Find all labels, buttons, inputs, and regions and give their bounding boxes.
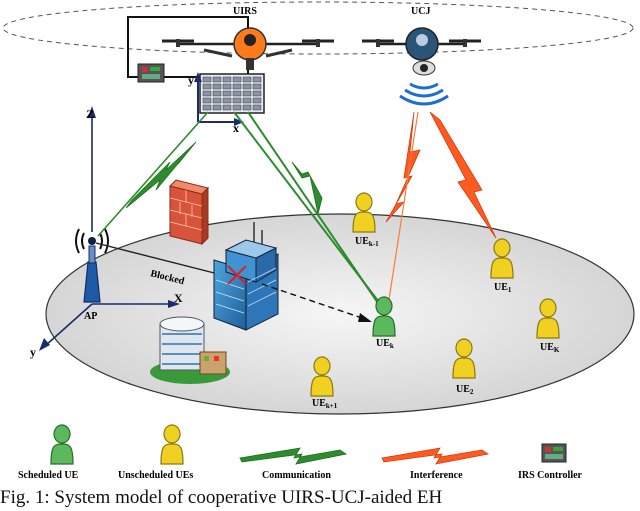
ucj-label: UCJ [411, 6, 430, 17]
irs-reflecting-element [222, 97, 232, 104]
irs-reflecting-element [202, 90, 212, 97]
blocking-building [213, 222, 279, 331]
irs-y-axis-label: y [188, 73, 194, 87]
irs-reflecting-element [202, 97, 212, 104]
ue-k-minus-1 [352, 192, 376, 233]
irs-reflecting-element [242, 90, 252, 97]
irs-reflecting-element [232, 76, 242, 83]
legend-irs-controller-icon [541, 443, 567, 463]
firewall-obstacle [169, 179, 209, 246]
axis-z-label: Z [86, 107, 94, 121]
irs-reflecting-element [242, 104, 252, 111]
legend-scheduled-label: Scheduled UE [18, 470, 79, 481]
legend-irs-controller-label: IRS Controller [518, 470, 583, 481]
irs-reflecting-element [212, 90, 222, 97]
axis-x-label: X [174, 291, 183, 305]
irs-reflecting-element [222, 83, 232, 90]
irs-reflecting-element [242, 97, 252, 104]
irs-reflecting-element [252, 97, 262, 104]
irs-reflecting-element [232, 97, 242, 104]
axis-y-label: y [30, 345, 36, 359]
legend-communication-icon [239, 447, 348, 465]
uirs-label: UIRS [233, 6, 257, 17]
irs-reflecting-element [212, 83, 222, 90]
irs-panel [199, 73, 265, 114]
ucj-drone: UCJ [362, 6, 481, 106]
ue-2-label: UE2 [456, 384, 474, 396]
interference-signal-2 [429, 111, 497, 239]
legend-unscheduled-icon [160, 424, 184, 465]
irs-reflecting-element [232, 104, 242, 111]
irs-reflecting-element [232, 83, 242, 90]
legend-scheduled-icon [50, 424, 74, 465]
irs-reflecting-element [212, 76, 222, 83]
irs-reflecting-element [242, 76, 252, 83]
irs-reflecting-element [202, 83, 212, 90]
irs-reflecting-element [222, 76, 232, 83]
irs-reflecting-element [252, 76, 262, 83]
access-point: Z X y AP [30, 106, 183, 359]
ap-to-ue-k-blocked-link [95, 242, 235, 279]
irs-reflecting-element [212, 97, 222, 104]
irs-x-axis-label: x [233, 121, 239, 135]
flight-path-ellipse [2, 1, 634, 55]
irs-reflecting-element [252, 83, 262, 90]
irs-to-ue-k-reflected-link-2 [233, 111, 383, 307]
uirs-drone: UIRS [127, 6, 334, 78]
irs-reflecting-element [212, 104, 222, 111]
irs-reflecting-element [252, 90, 262, 97]
ue-1-label: UE1 [494, 282, 512, 294]
legend-interference-label: Interference [410, 470, 463, 481]
irs-to-ap-link [97, 111, 209, 237]
irs-reflecting-element [202, 104, 212, 111]
communication-signal-2 [291, 161, 323, 215]
irs-reflecting-element [222, 104, 232, 111]
irs-reflecting-element [232, 90, 242, 97]
communication-signal [125, 141, 197, 209]
legend-interference-icon [381, 447, 490, 465]
ue-k-label: UEk [376, 338, 394, 350]
legend-unscheduled-label: Unscheduled UEs [118, 470, 193, 481]
irs-reflecting-element [202, 76, 212, 83]
blocked-path-dashed-arrow [261, 283, 363, 319]
figure-caption: Fig. 1: System model of cooperative UIRS… [0, 487, 443, 508]
legend-communication-label: Communication [262, 470, 331, 481]
round-building [150, 316, 230, 384]
legend: Scheduled UE Unscheduled UEs Communicati… [18, 424, 583, 481]
irs-reflecting-element [252, 104, 262, 111]
irs-reflecting-element [222, 90, 232, 97]
irs-controller-icon [137, 63, 165, 83]
ap-label: AP [84, 311, 97, 322]
irs-reflecting-element [242, 83, 252, 90]
